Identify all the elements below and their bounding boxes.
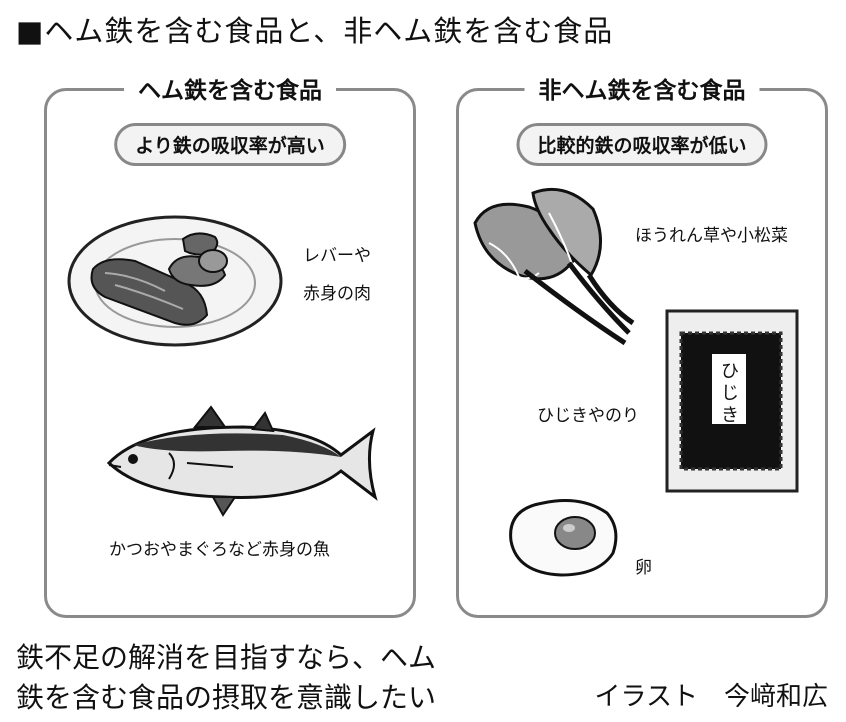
heme-iron-panel: ヘム鉄を含む食品 より鉄の吸収率が高い レバーや 赤身の肉 かつおやまぐろなど赤… bbox=[44, 71, 416, 618]
hijiki-nori-label: ひじきやのり bbox=[537, 406, 639, 426]
heme-iron-note: より鉄の吸収率が高い bbox=[114, 123, 346, 166]
tuna-fish-illustration bbox=[106, 405, 378, 517]
heme-iron-heading: ヘム鉄を含む食品 bbox=[124, 71, 336, 105]
hijiki-package-text: ひじき bbox=[721, 361, 739, 426]
spinach-komatsuna-label: ほうれん草や小松菜 bbox=[635, 226, 788, 246]
footer-line-1: 鉄不足の解消を目指すなら、ヘム bbox=[16, 641, 437, 674]
fried-egg-illustration bbox=[509, 499, 618, 577]
red-fish-label: かつおやまぐろなど赤身の魚 bbox=[109, 540, 330, 560]
non-heme-iron-panel: 非ヘム鉄を含む食品 比較的鉄の吸収率が低い ほうれん草や小松菜 ひじき ひじきや… bbox=[456, 71, 828, 618]
spinach-illustration bbox=[473, 187, 635, 346]
illustration-credit: イラスト 今﨑和広 bbox=[594, 682, 828, 712]
hijiki-package-illustration bbox=[665, 309, 799, 493]
liver-meat-plate-illustration bbox=[67, 215, 283, 347]
liver-meat-label-line1: レバーや bbox=[303, 246, 371, 266]
non-heme-iron-note: 比較的鉄の吸収率が低い bbox=[516, 123, 768, 166]
non-heme-iron-heading: 非ヘム鉄を含む食品 bbox=[524, 71, 760, 105]
egg-label: 卵 bbox=[635, 558, 652, 578]
footer-line-2: 鉄を含む食品の摂取を意識したい bbox=[16, 681, 437, 714]
liver-meat-label-line2: 赤身の肉 bbox=[303, 284, 371, 304]
page-title: ■ヘム鉄を含む食品と、非ヘム鉄を含む食品 bbox=[16, 14, 614, 48]
